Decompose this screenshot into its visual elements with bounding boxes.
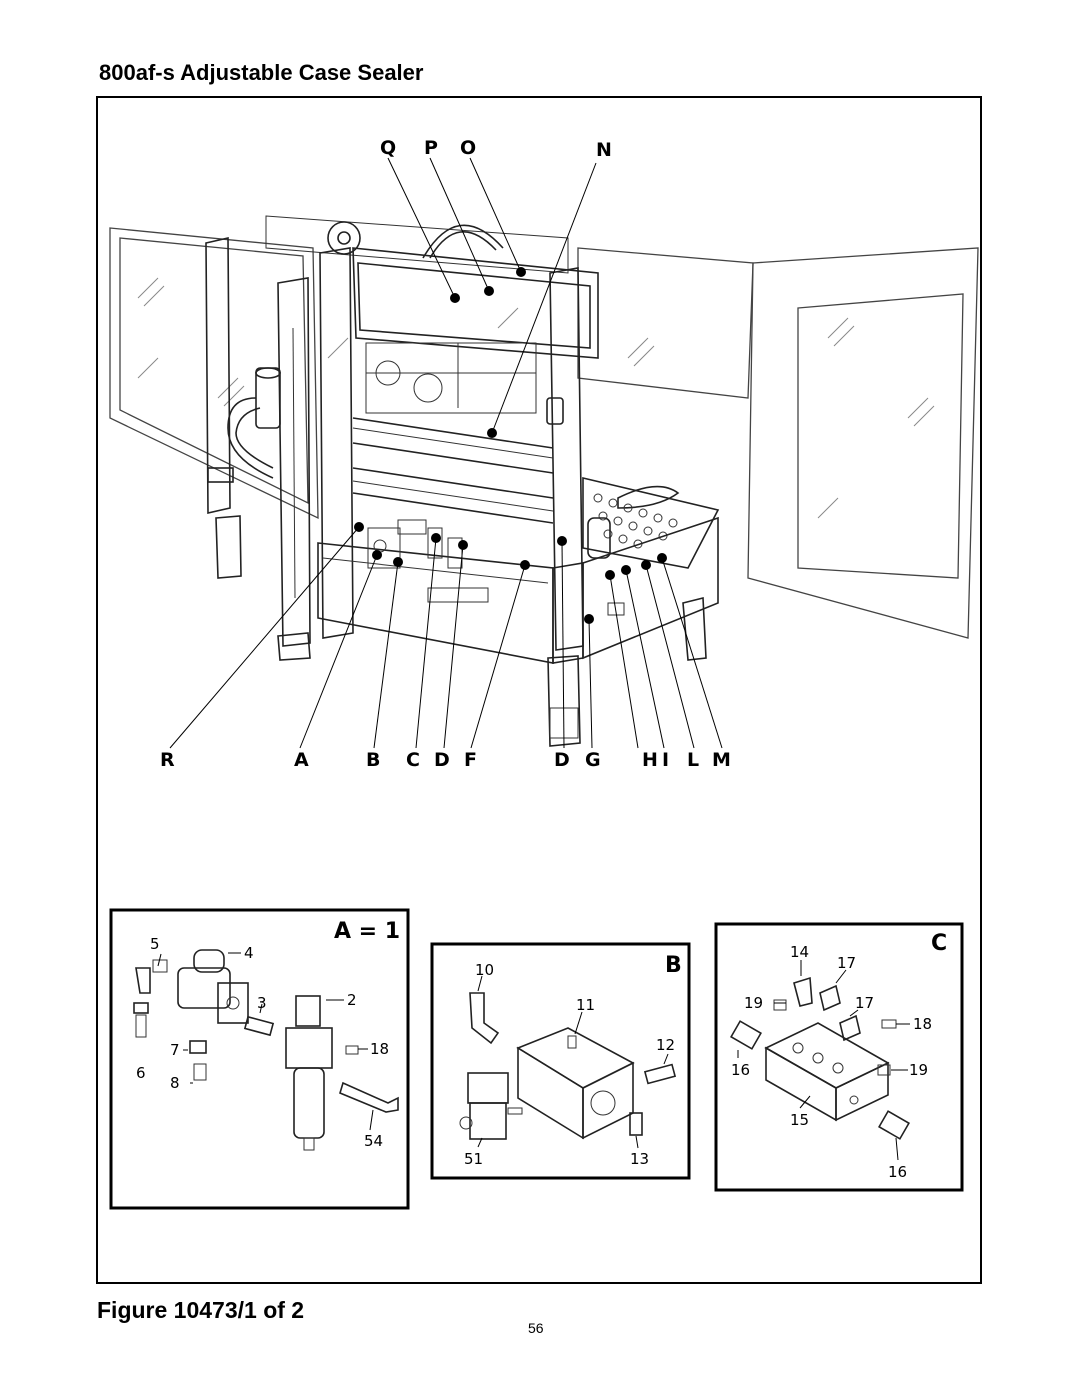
callout-i: I [662, 749, 669, 771]
part-2: 2 [347, 991, 357, 1009]
callout-markers [354, 267, 667, 624]
callout-h: H [642, 749, 658, 771]
part-19: 19 [744, 994, 763, 1012]
table-holes [593, 493, 678, 549]
callout-l: L [687, 749, 699, 771]
part-18: 18 [370, 1040, 389, 1058]
inset-a: A = 1 5 4 3 [109, 908, 410, 1210]
callout-o: O [460, 137, 476, 159]
part-6: 6 [136, 1064, 146, 1082]
callout-r: R [160, 749, 175, 771]
inset-c-title: C [931, 931, 947, 956]
figure-caption: Figure 10473/1 of 2 [97, 1297, 305, 1323]
part-19-2: 19 [909, 1061, 928, 1079]
inset-b: B 10 11 12 51 13 [430, 942, 691, 1180]
part-3: 3 [257, 994, 267, 1012]
inset-c: C 14 17 19 17 18 16 19 [714, 922, 964, 1192]
part-10: 10 [475, 961, 494, 979]
page-title: 800af-s Adjustable Case Sealer [99, 60, 424, 85]
callout-n: N [596, 139, 612, 161]
part-4: 4 [244, 944, 254, 962]
leader-lines [169, 157, 723, 749]
page-number: 56 [528, 1320, 544, 1336]
part-51: 51 [464, 1150, 483, 1168]
figure-illustration: Q P O N R A B C D F D G H I L M A = 1 [109, 137, 979, 1210]
callout-c: C [406, 749, 420, 771]
callout-m: M [712, 749, 731, 771]
part-11: 11 [576, 996, 595, 1014]
part-15: 15 [790, 1111, 809, 1129]
part-7: 7 [170, 1041, 180, 1059]
part-13: 13 [630, 1150, 649, 1168]
part-54: 54 [364, 1132, 383, 1150]
callout-b: B [366, 749, 380, 771]
part-5: 5 [150, 935, 160, 953]
callout-f: F [464, 749, 477, 771]
part-18: 18 [913, 1015, 932, 1033]
part-12: 12 [656, 1036, 675, 1054]
callout-p: P [424, 137, 438, 159]
inset-a-title: A = 1 [334, 919, 400, 944]
part-8: 8 [170, 1074, 180, 1092]
callout-a: A [294, 749, 309, 771]
figure-frame: Q P O N R A B C D F D G H I L M A = 1 [96, 96, 982, 1284]
part-17-2: 17 [855, 994, 874, 1012]
callout-q: Q [380, 137, 396, 159]
inset-b-title: B [665, 953, 682, 978]
part-16-2: 16 [888, 1163, 907, 1181]
callout-d-2: D [554, 749, 570, 771]
part-17: 17 [837, 954, 856, 972]
callout-g: G [585, 749, 601, 771]
part-14: 14 [790, 943, 809, 961]
callout-d: D [434, 749, 450, 771]
part-16: 16 [731, 1061, 750, 1079]
case-sealer-drawing [109, 215, 979, 747]
